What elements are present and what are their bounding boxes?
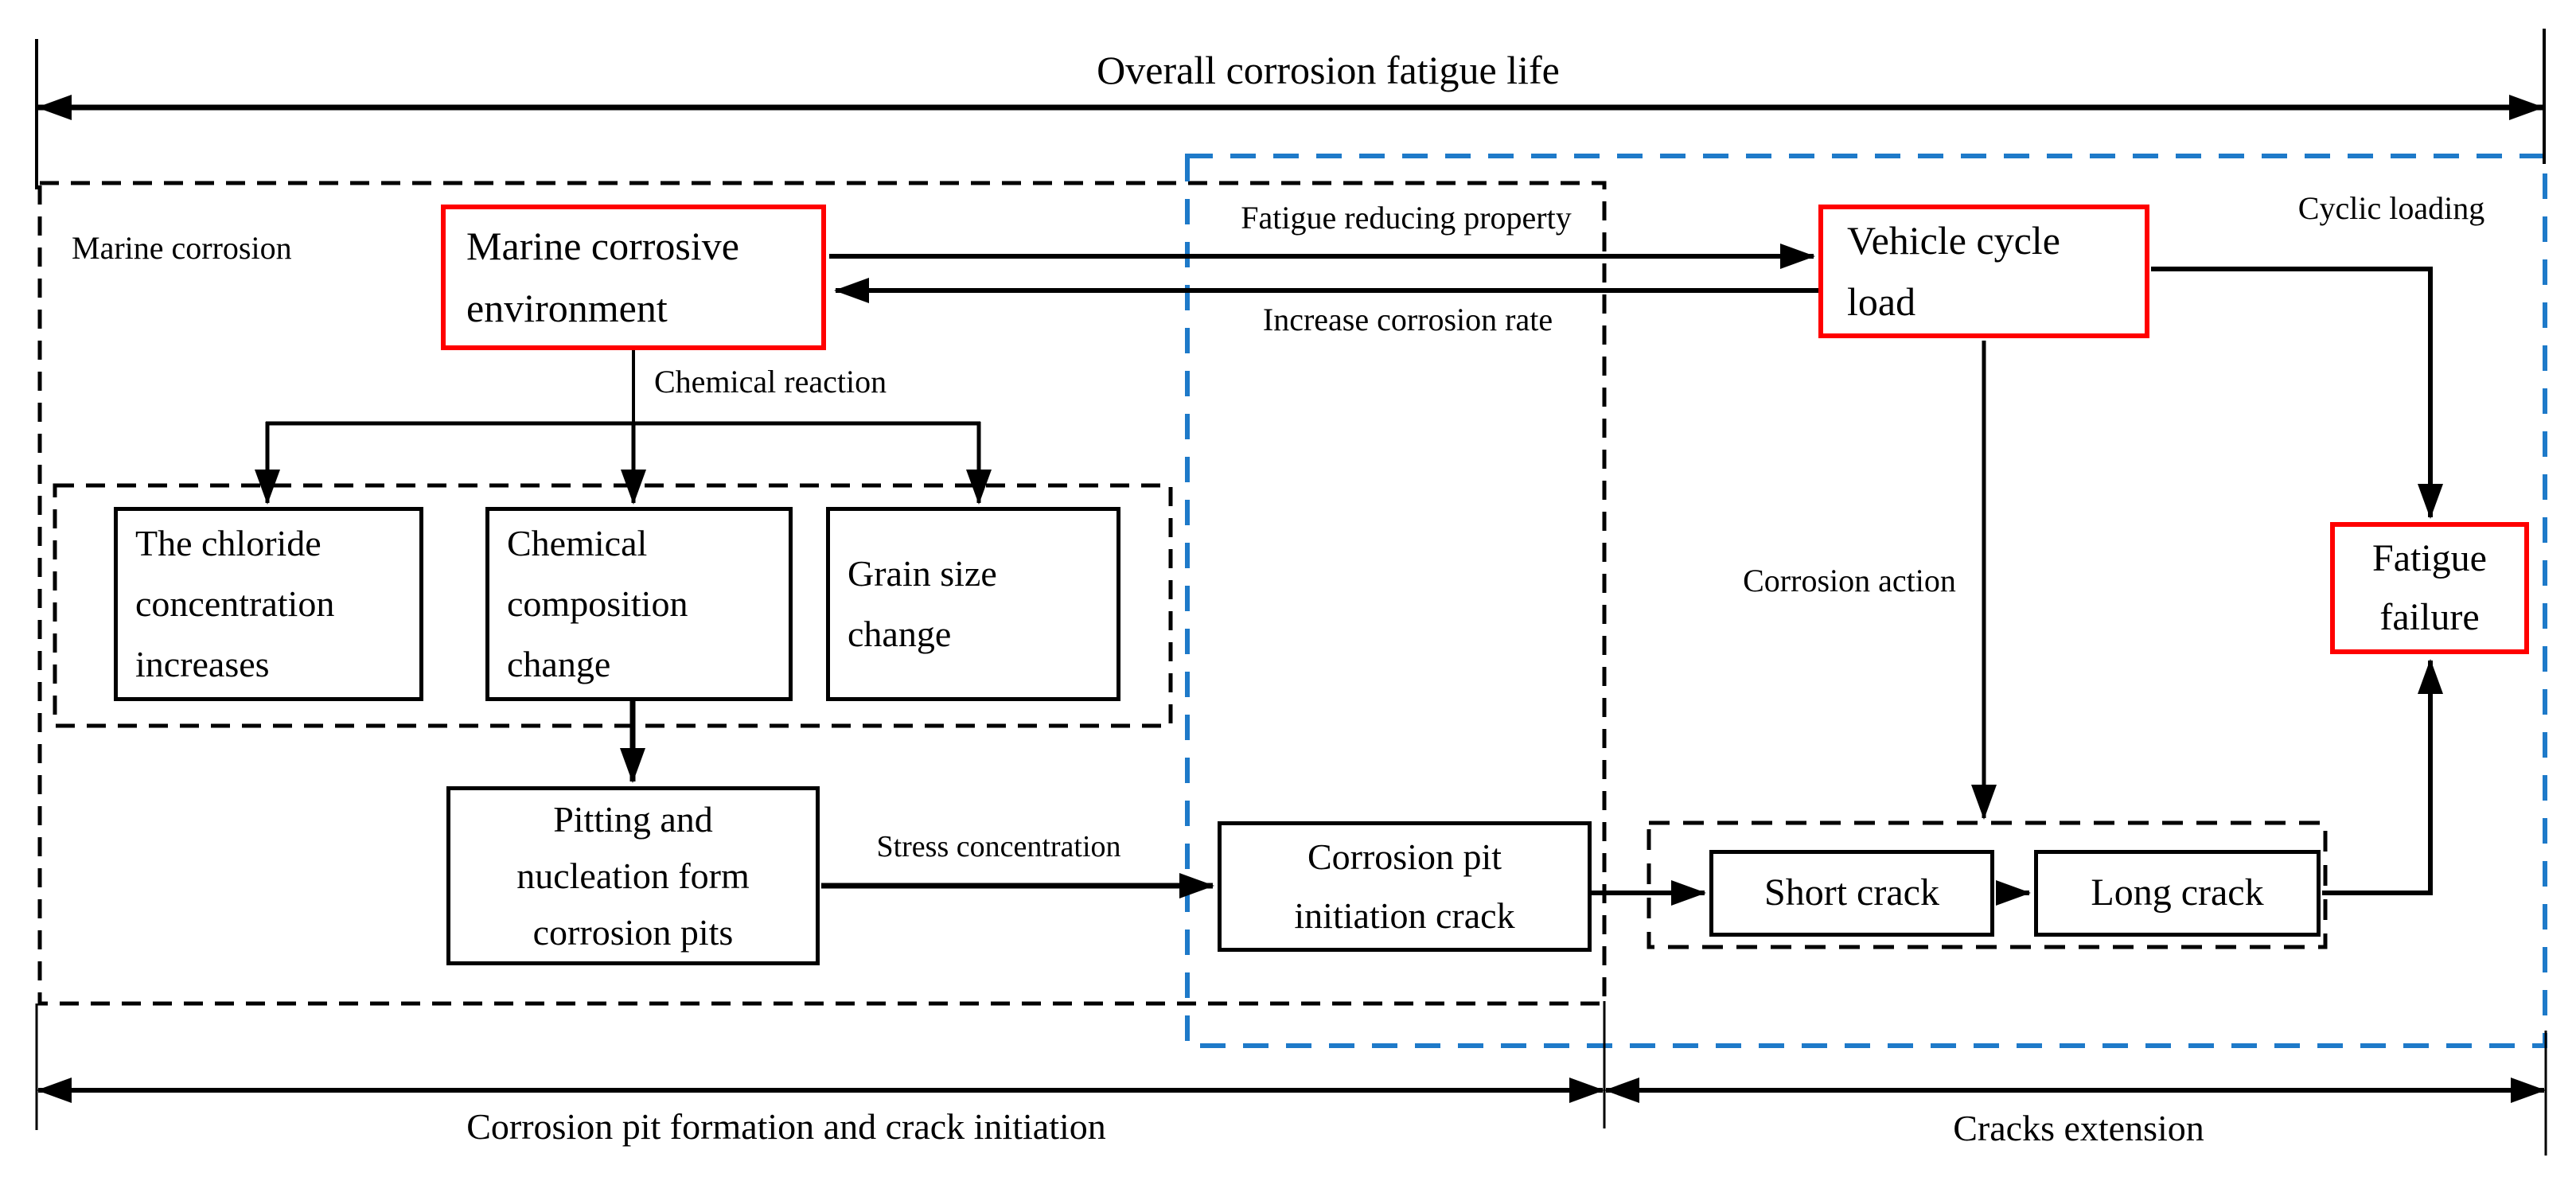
node-vehicle-cycle-load: Vehicle cycle load — [1818, 205, 2149, 338]
node-chloride-concentration: The chloride concentration increases — [114, 507, 423, 701]
node-text-line: initiation crack — [1294, 895, 1515, 936]
fatigue-reducing-edge-label: Fatigue reducing property — [1241, 200, 1572, 236]
increase-corrosion-edge-label: Increase corrosion rate — [1262, 302, 1553, 337]
node-text-line: Short crack — [1764, 871, 1939, 914]
node-text-line: Fatigue — [2372, 536, 2487, 579]
node-text-line: load — [1847, 279, 1916, 324]
node-short-crack: Short crack — [1709, 850, 1994, 937]
phase-right-label: Cracks extension — [1953, 1108, 2204, 1148]
node-text-line: change — [507, 643, 611, 684]
node-text-line: Pitting and — [553, 798, 713, 840]
crack-growth-dashed-box — [1647, 820, 2328, 949]
marine-corrosion-region-label: Marine corrosion — [72, 230, 292, 266]
stress-concentration-edge-label: Stress concentration — [876, 830, 1121, 863]
edge-vehicle-to-fatigue-arrow — [2151, 267, 2443, 519]
phase-left-label: Corrosion pit formation and crack initia… — [466, 1106, 1106, 1147]
corrosion-action-edge-label: Corrosion action — [1743, 563, 1956, 598]
node-fatigue-failure: Fatigue failure — [2330, 522, 2529, 654]
edge-long-to-fatigue-arrow — [2322, 659, 2443, 895]
node-corrosion-pit-initiation-crack: Corrosion pit initiation crack — [1218, 821, 1592, 952]
cyclic-loading-dashed-box — [1185, 154, 2547, 1048]
node-chemical-composition-change: Chemical composition change — [485, 507, 793, 701]
node-text-line: corrosion pits — [532, 912, 734, 953]
node-text-line: environment — [466, 285, 668, 330]
chemical-effects-dashed-box — [53, 483, 1173, 728]
node-text-line: concentration — [135, 583, 335, 625]
node-grain-size-change: Grain size change — [826, 507, 1120, 701]
node-text-line: failure — [2379, 596, 2480, 638]
node-text-line: increases — [135, 643, 270, 684]
node-text-line: composition — [507, 583, 688, 625]
node-text-line: change — [848, 614, 952, 654]
diagram-title: Overall corrosion fatigue life — [1097, 48, 1560, 92]
node-text-line: Marine corrosive — [466, 224, 739, 268]
node-text-line: Grain size — [848, 553, 997, 594]
node-text-line: nucleation form — [516, 855, 750, 896]
node-text-line: Corrosion pit — [1307, 836, 1502, 878]
marine-corrosion-dashed-box — [37, 181, 1607, 1006]
node-long-crack: Long crack — [2034, 850, 2321, 937]
node-text-line: Chemical — [507, 523, 648, 564]
cyclic-loading-region-label: Cyclic loading — [2297, 190, 2485, 226]
node-pitting-nucleation: Pitting and nucleation form corrosion pi… — [446, 786, 820, 965]
node-text-line: Vehicle cycle — [1847, 217, 2060, 263]
chemical-reaction-edge-label: Chemical reaction — [654, 364, 887, 399]
node-marine-corrosive-environment: Marine corrosive environment — [441, 205, 826, 350]
node-text-line: The chloride — [135, 523, 322, 564]
node-text-line: Long crack — [2091, 871, 2264, 914]
